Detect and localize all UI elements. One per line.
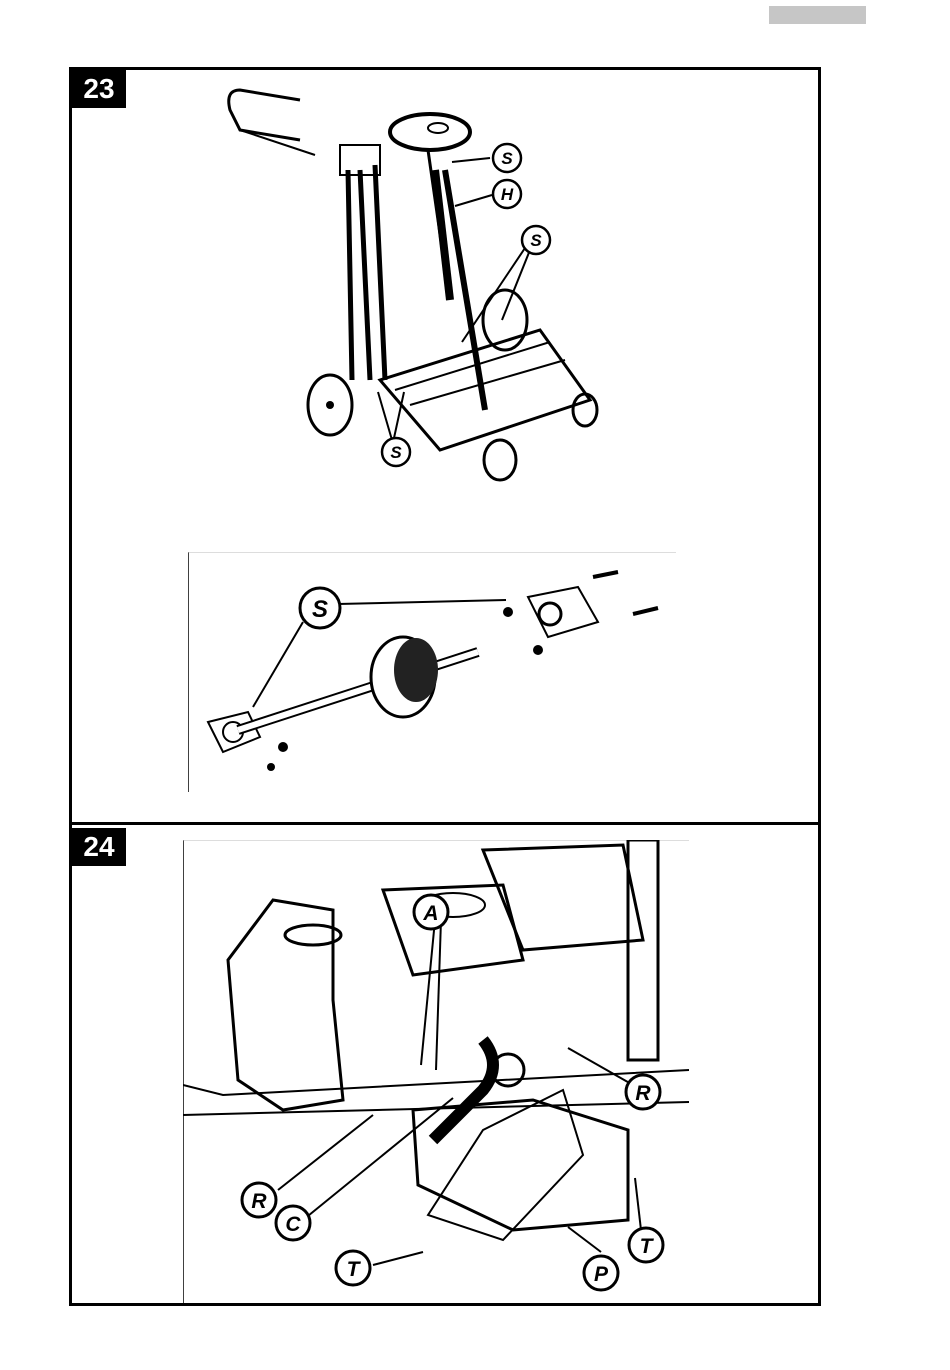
svg-text:A: A	[422, 902, 438, 925]
callout-t: T	[629, 1228, 663, 1262]
callout-s: S	[493, 144, 521, 172]
callout-h: H	[493, 180, 521, 208]
callout-c: C	[276, 1206, 310, 1240]
callout-t: T	[336, 1251, 370, 1285]
cart-assembly-illustration: S H S S	[180, 80, 600, 490]
svg-text:T: T	[347, 1258, 362, 1281]
callout-r: R	[626, 1075, 660, 1109]
svg-text:P: P	[594, 1263, 609, 1286]
callout-s: S	[522, 226, 550, 254]
svg-text:C: C	[285, 1213, 301, 1236]
svg-text:T: T	[640, 1235, 655, 1258]
svg-text:S: S	[390, 443, 402, 462]
svg-text:S: S	[501, 149, 513, 168]
callout-a: A	[414, 895, 448, 929]
svg-text:S: S	[312, 596, 328, 623]
callout-s: S	[300, 588, 340, 628]
callout-r: R	[242, 1183, 276, 1217]
callout-s: S	[382, 438, 410, 466]
svg-text:R: R	[251, 1190, 267, 1213]
callout-p: P	[584, 1256, 618, 1290]
svg-text:H: H	[501, 185, 514, 204]
page-tab	[769, 6, 866, 24]
svg-text:S: S	[530, 231, 542, 250]
figure-number-23: 23	[72, 70, 126, 108]
engine-belt-illustration: A R R C T P T	[183, 840, 689, 1303]
figure-number-24: 24	[72, 828, 126, 866]
shaft-detail-illustration: S	[188, 552, 676, 792]
svg-text:R: R	[635, 1082, 651, 1105]
figure-divider	[69, 822, 821, 825]
